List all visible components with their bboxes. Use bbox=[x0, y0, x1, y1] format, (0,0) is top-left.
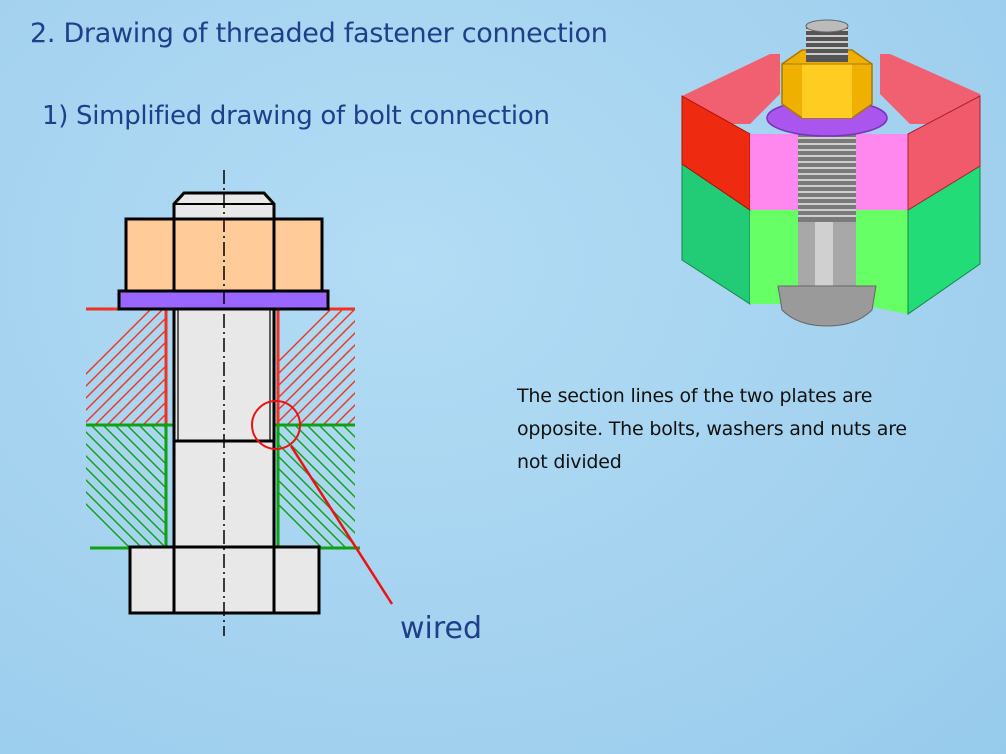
callout-leader bbox=[289, 445, 394, 605]
bolt-connection-section-drawing bbox=[86, 170, 394, 636]
callout-circle bbox=[251, 400, 301, 450]
slide-subtitle: 1) Simplified drawing of bolt connection bbox=[42, 101, 550, 131]
nut-3d bbox=[781, 49, 873, 119]
slide-title: 2. Drawing of threaded fastener connecti… bbox=[30, 18, 608, 49]
explanation-note: The section lines of the two plates are … bbox=[517, 380, 957, 479]
bolt-shank-3d bbox=[798, 132, 856, 286]
lower-plate-left-hatch bbox=[86, 425, 166, 548]
bolt-head-3d bbox=[777, 285, 877, 327]
upper-plate-left-hatch bbox=[86, 309, 166, 425]
note-line-3: not divided bbox=[517, 451, 622, 473]
lower-plate-right-hatch bbox=[278, 425, 355, 548]
bolt-connection-3d-illustration bbox=[681, 19, 981, 327]
lower-plate-hatching bbox=[86, 425, 355, 548]
callout-label: wired bbox=[400, 611, 483, 646]
note-line-2: opposite. The bolts, washers and nuts ar… bbox=[517, 418, 907, 440]
note-line-1: The section lines of the two plates are bbox=[517, 385, 873, 407]
upper-plate-hatching bbox=[86, 309, 355, 425]
upper-plate-3d bbox=[681, 54, 981, 211]
bolt-end-3d bbox=[805, 19, 849, 62]
